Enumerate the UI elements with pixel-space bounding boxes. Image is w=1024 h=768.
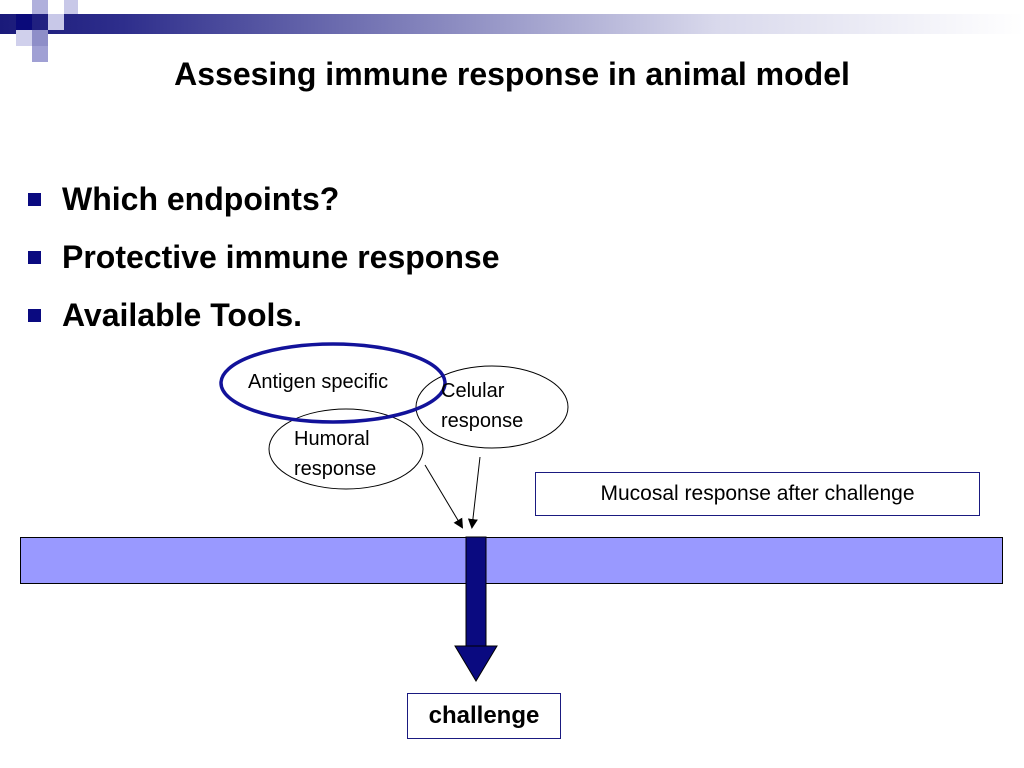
deco-square: [32, 46, 48, 62]
deco-square: [48, 14, 64, 30]
bullet-item-endpoints: Which endpoints?: [22, 170, 499, 228]
deco-square: [16, 30, 32, 46]
challenge-box: challenge: [407, 693, 561, 739]
slide-title: Assesing immune response in animal model: [174, 56, 850, 92]
deco-square: [32, 30, 48, 46]
deco-square: [16, 14, 32, 30]
bullet-text: Which endpoints?: [62, 180, 340, 217]
bullet-item-tools: Available Tools.: [22, 286, 499, 344]
celular-response-ellipse: [415, 365, 569, 449]
humoral-response-ellipse: [268, 408, 424, 490]
deco-square: [64, 0, 78, 14]
square-bullet-icon: [28, 308, 41, 322]
bullet-list: Which endpoints? Protective immune respo…: [22, 170, 499, 344]
humoral-line1: Humoral: [294, 428, 370, 450]
celular-arrow: [467, 456, 481, 529]
humoral-line2: response: [294, 458, 377, 480]
humoral-arrow: [424, 464, 464, 529]
celular-line1: Celular: [441, 380, 505, 402]
mucosal-response-box: Mucosal response after challenge: [535, 472, 980, 516]
celular-response-label: Celular response: [441, 376, 551, 436]
challenge-arrow-head: [454, 645, 498, 682]
antigen-specific-label: Antigen specific: [248, 371, 389, 393]
mucosa-bar: [20, 537, 1003, 584]
bullet-item-protective: Protective immune response: [22, 228, 499, 286]
bullet-text: Available Tools.: [62, 296, 303, 333]
celular-line2: response: [441, 410, 524, 432]
humoral-response-label: Humoral response: [294, 424, 404, 484]
challenge-arrow-shaft: [465, 536, 487, 648]
antigen-specific-ellipse: [219, 342, 447, 424]
deco-square: [32, 0, 48, 14]
bullet-text: Protective immune response: [62, 238, 500, 275]
square-bullet-icon: [28, 192, 41, 206]
square-bullet-icon: [28, 250, 41, 264]
header-gradient-band: [0, 14, 1024, 34]
